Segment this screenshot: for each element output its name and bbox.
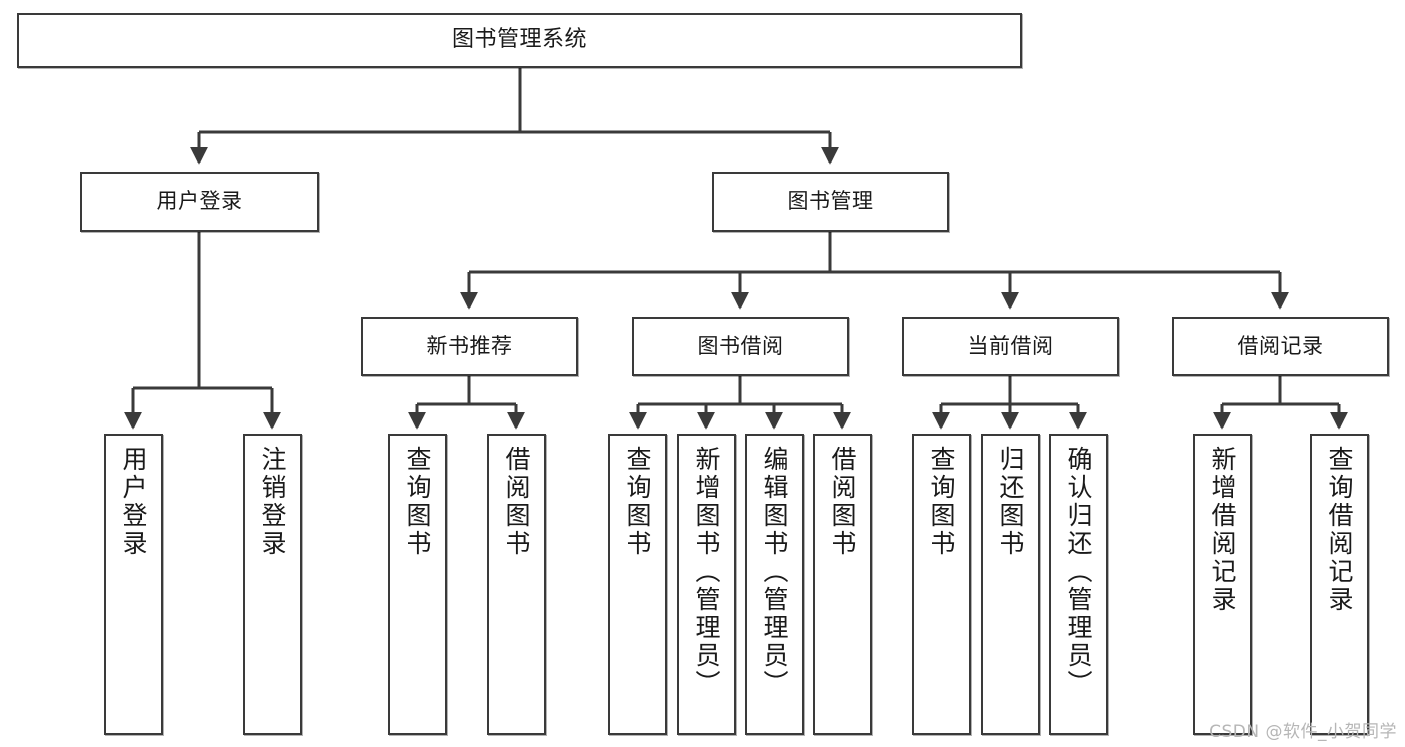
node-leaf-return-book[interactable]: 归还图书 — [981, 434, 1040, 735]
node-leaf-edit-book-label: 编辑图书（管理员） — [760, 446, 789, 698]
node-current-borrow-label: 当前借阅 — [967, 333, 1054, 358]
node-book-borrow[interactable]: 图书借阅 — [632, 317, 849, 376]
node-leaf-logout-label: 注销登录 — [258, 446, 287, 558]
node-book-manage[interactable]: 图书管理 — [712, 172, 949, 232]
node-leaf-query-book-1-label: 查询图书 — [403, 446, 432, 558]
node-leaf-add-record-label: 新增借阅记录 — [1208, 446, 1237, 614]
node-current-borrow[interactable]: 当前借阅 — [902, 317, 1119, 376]
node-user-login[interactable]: 用户登录 — [80, 172, 319, 232]
node-leaf-add-book-label: 新增图书（管理员） — [692, 446, 721, 698]
node-leaf-query-book-3[interactable]: 查询图书 — [912, 434, 971, 735]
node-borrow-record[interactable]: 借阅记录 — [1172, 317, 1389, 376]
node-root[interactable]: 图书管理系统 — [17, 13, 1022, 68]
node-leaf-borrow-book-2-label: 借阅图书 — [828, 446, 857, 558]
node-leaf-query-book-2-label: 查询图书 — [623, 446, 652, 558]
node-leaf-borrow-book-2[interactable]: 借阅图书 — [813, 434, 872, 735]
node-leaf-query-book-3-label: 查询图书 — [927, 446, 956, 558]
node-leaf-query-record[interactable]: 查询借阅记录 — [1310, 434, 1369, 735]
node-user-login-label: 用户登录 — [156, 189, 243, 214]
node-borrow-record-label: 借阅记录 — [1237, 333, 1324, 358]
node-leaf-borrow-book-1[interactable]: 借阅图书 — [487, 434, 546, 735]
node-leaf-query-book-1[interactable]: 查询图书 — [388, 434, 447, 735]
node-leaf-borrow-book-1-label: 借阅图书 — [502, 446, 531, 558]
node-leaf-logout[interactable]: 注销登录 — [243, 434, 302, 735]
node-leaf-user-login[interactable]: 用户登录 — [104, 434, 163, 735]
node-leaf-query-book-2[interactable]: 查询图书 — [608, 434, 667, 735]
node-new-book-rec-label: 新书推荐 — [426, 333, 513, 358]
node-leaf-add-record[interactable]: 新增借阅记录 — [1193, 434, 1252, 735]
node-leaf-return-book-label: 归还图书 — [996, 446, 1025, 558]
csdn-watermark: CSDN @软件_小贺同学 — [1209, 722, 1397, 742]
node-leaf-query-record-label: 查询借阅记录 — [1325, 446, 1354, 614]
node-leaf-add-book[interactable]: 新增图书（管理员） — [677, 434, 736, 735]
node-leaf-user-login-label: 用户登录 — [119, 446, 148, 558]
node-root-label: 图书管理系统 — [451, 27, 587, 53]
node-leaf-confirm-return[interactable]: 确认归还（管理员） — [1049, 434, 1108, 735]
node-new-book-rec[interactable]: 新书推荐 — [361, 317, 578, 376]
node-leaf-confirm-return-label: 确认归还（管理员） — [1064, 446, 1093, 698]
node-book-manage-label: 图书管理 — [787, 189, 874, 214]
node-leaf-edit-book[interactable]: 编辑图书（管理员） — [745, 434, 804, 735]
node-book-borrow-label: 图书借阅 — [697, 333, 784, 358]
